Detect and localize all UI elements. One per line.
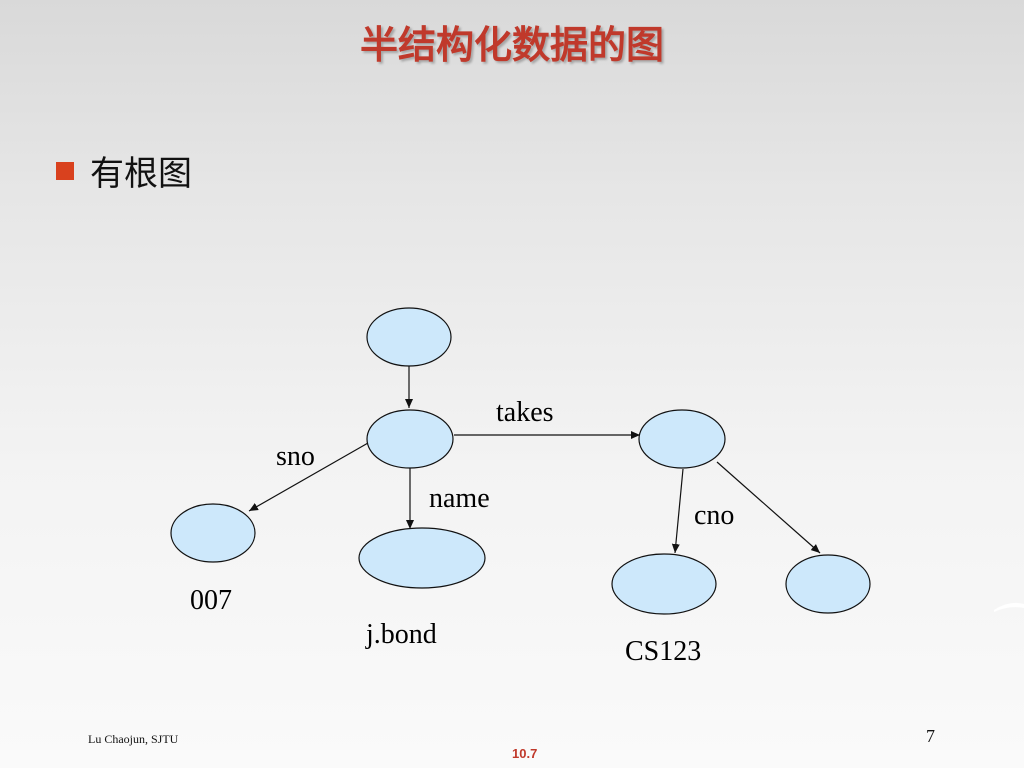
- cno-value-node: [611, 553, 717, 615]
- bullet-square-icon: [56, 161, 74, 180]
- root-node: [366, 307, 452, 367]
- edge-course-to-node: [716, 461, 821, 554]
- decorative-swoosh: [994, 602, 1024, 612]
- student-node: [366, 409, 454, 469]
- name-value-label: j.bond: [365, 619, 437, 650]
- sno-label: sno: [276, 441, 315, 472]
- bullet-item: 有根图: [56, 146, 192, 195]
- section-number: 10.7: [512, 746, 538, 761]
- sno-value-label: 007: [190, 585, 232, 616]
- name-label: name: [429, 483, 490, 514]
- page-number: 7: [926, 726, 935, 746]
- course-node: [638, 409, 726, 469]
- edge-sno: [248, 442, 369, 512]
- cno-value-label: CS123: [625, 636, 701, 667]
- takes-label: takes: [496, 397, 554, 428]
- footer-author: Lu Chaojun, SJTU: [88, 732, 179, 746]
- leaf-node: [785, 554, 871, 614]
- sno-value-node: [170, 503, 256, 563]
- slide-title: 半结构化数据的图: [359, 23, 664, 67]
- edge-cno: [671, 468, 684, 554]
- bullet-text: 有根图: [90, 154, 192, 194]
- cno-label: cno: [694, 500, 734, 531]
- name-value-node: [358, 527, 486, 589]
